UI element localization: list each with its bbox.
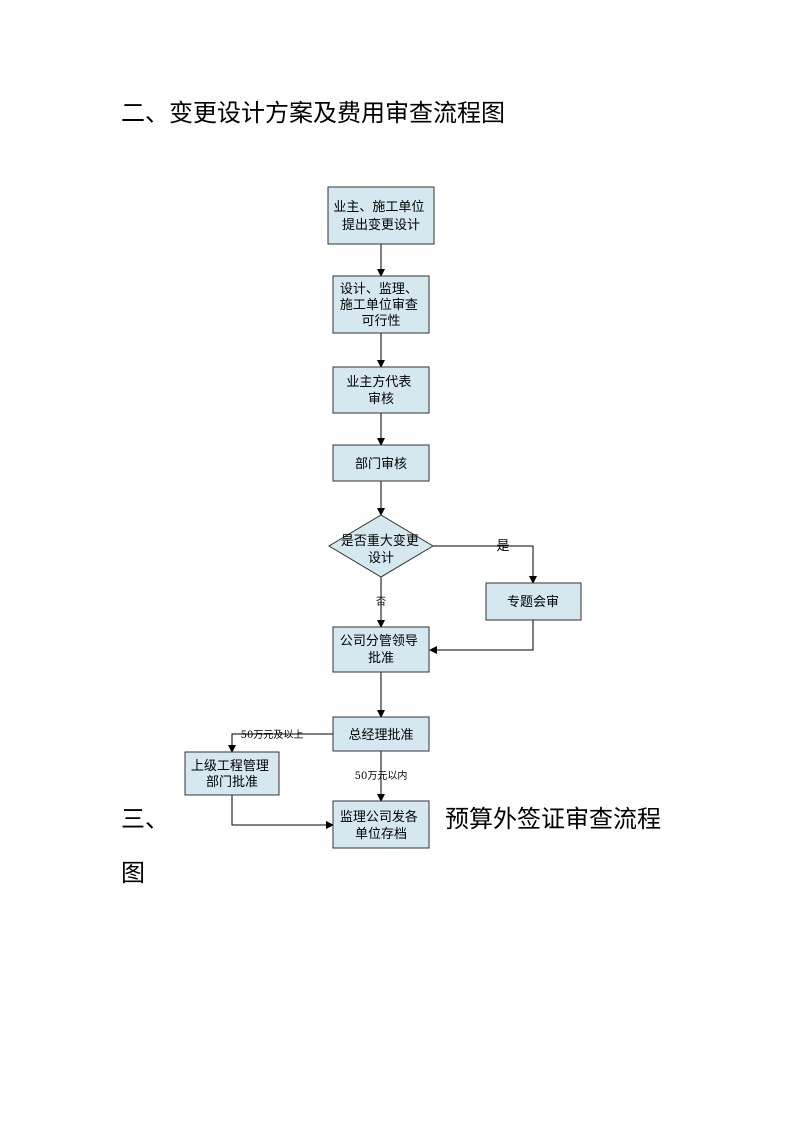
decision-major-change bbox=[328, 514, 434, 578]
label-yes: 是 bbox=[496, 539, 509, 554]
section-2-title: 二、变更设计方案及费用审查流程图 bbox=[121, 99, 505, 127]
label-above-50: 50万元及以上 bbox=[241, 729, 304, 741]
box-gm-approval-text: 总经理批准 bbox=[348, 728, 413, 743]
arrow-decision-yes bbox=[433, 545, 537, 584]
box-archive-text: 监理公司发各 单位存档 bbox=[340, 809, 422, 842]
section-3-title-tail: 图 bbox=[121, 859, 145, 887]
box-leader-approval-text: 公司分管领导 批准 bbox=[340, 634, 422, 666]
decision-major-change-text: 是否重大变更 设计 bbox=[341, 533, 423, 566]
box-owner-rep-review bbox=[332, 366, 430, 414]
box-department-review-text: 部门审核 bbox=[355, 457, 407, 472]
box-archive bbox=[332, 800, 430, 849]
section-3-title: 预算外签证审查流程 bbox=[445, 805, 661, 833]
box-owner-rep-review-text: 业主方代表 审核 bbox=[346, 374, 415, 407]
box-department-review bbox=[332, 444, 430, 482]
box-special-meeting bbox=[485, 582, 582, 621]
box-propose-change bbox=[327, 186, 435, 245]
box-gm-approval bbox=[332, 716, 430, 752]
box-upper-dept-approval bbox=[184, 751, 280, 796]
label-within-50: 50万元以内 bbox=[355, 769, 408, 782]
arrow-6-upper bbox=[228, 733, 333, 753]
section-3-number: 三、 bbox=[121, 805, 169, 833]
box-special-meeting-text: 专题会审 bbox=[507, 595, 559, 610]
arrow-upper-final bbox=[231, 795, 334, 829]
box-upper-dept-approval-text: 上级工程管理 部门批准 bbox=[191, 759, 273, 790]
arrow-special-to-box5 bbox=[429, 620, 534, 654]
box-propose-change-text: 业主、施工单位 提出变更设计 bbox=[333, 200, 428, 233]
box-feasibility-review-text: 设计、监理、 施工单位审查 可行性 bbox=[340, 282, 422, 329]
box-leader-approval bbox=[332, 626, 430, 673]
box-feasibility-review bbox=[332, 275, 430, 334]
label-no: 否 bbox=[376, 596, 386, 608]
